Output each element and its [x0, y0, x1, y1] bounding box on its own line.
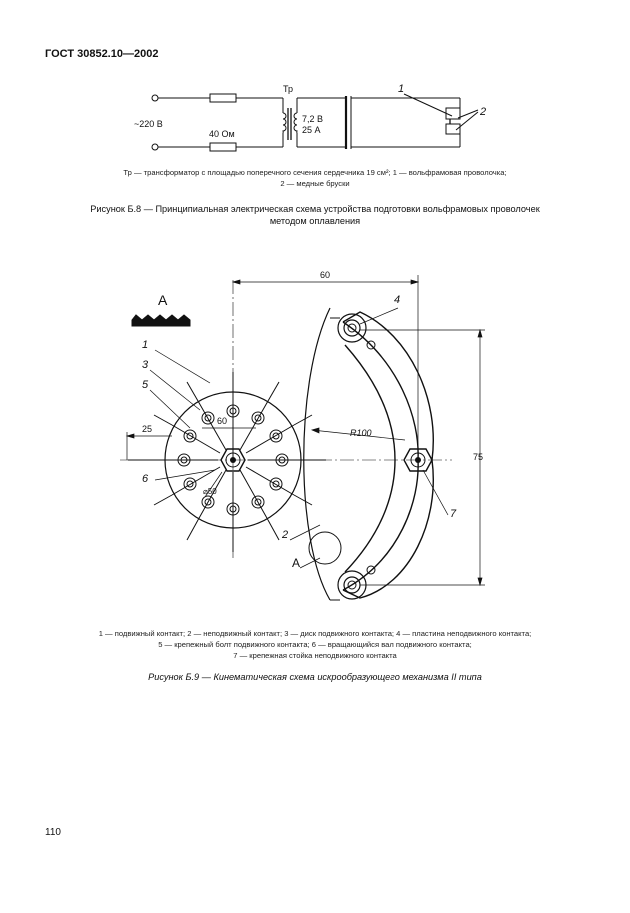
copper-block-top [445, 107, 461, 120]
transformer-label: Тр [283, 84, 293, 94]
figure-b9-legend-line3: 7 — крепежная стойка неподвижного контак… [233, 651, 397, 660]
page-number: 110 [45, 827, 61, 838]
callout-1: 1 [398, 83, 404, 95]
circuit-diagram [151, 93, 479, 152]
secondary-current: 25 А [302, 125, 321, 135]
view-a-label: А [158, 292, 168, 308]
dim-60-top: 60 [320, 270, 330, 280]
figure-b8-title: Рисунок Б.8 — Принципиальная электрическ… [45, 203, 585, 227]
moving-contact-spokes [128, 372, 326, 552]
callout-2: 2 [479, 106, 486, 118]
figure-b8-legend-line2: 2 — медные бруски [280, 179, 350, 188]
copper-block-bottom [445, 123, 461, 135]
dim-25: 25 [142, 424, 152, 434]
supply-terminal-bottom [151, 143, 159, 151]
supply-label: ~220 В [134, 119, 163, 129]
figure-b8-legend-line1: Тр — трансформатор с площадью поперечног… [123, 168, 507, 177]
callout-6: 6 [142, 473, 149, 485]
stand-nut [403, 448, 433, 472]
figure-b9-legend-line1: 1 — подвижный контакт; 2 — неподвижный к… [98, 629, 532, 638]
callout-3: 3 [142, 359, 149, 371]
mechanism-labels: А 60 60 25 75 R100 ⌀50 1 2 3 4 5 6 7 А [142, 270, 483, 570]
secondary-coil [293, 112, 298, 134]
figure-b8-title-line1: Рисунок Б.8 — Принципиальная электрическ… [90, 204, 540, 214]
dim-60-disk: 60 [217, 416, 227, 426]
dimension-lines [125, 275, 485, 587]
fixed-contact-plate-inner [344, 344, 396, 573]
view-a-ref-label: А [292, 556, 300, 570]
fixed-contact-arc [303, 307, 331, 601]
shaft-nut [220, 448, 246, 472]
figure-b8-legend: Тр — трансформатор с площадью поперечног… [60, 167, 570, 189]
resistor-symbol [209, 142, 237, 152]
document-header: ГОСТ 30852.10—2002 [45, 48, 159, 60]
figure-b9-legend: 1 — подвижный контакт; 2 — неподвижный к… [40, 628, 590, 661]
view-a-circle [308, 531, 342, 565]
resistor-label: 40 Ом [209, 129, 235, 139]
fuse-symbol [209, 93, 237, 103]
primary-coil [282, 112, 287, 134]
supply-terminal-top [151, 94, 159, 102]
callout-4: 4 [394, 294, 400, 306]
plate-mount-top [337, 313, 367, 343]
figure-b9-title: Рисунок Б.9 — Кинематическая схема искро… [148, 672, 482, 682]
dim-r100: R100 [350, 428, 372, 438]
callout-7: 7 [450, 508, 457, 520]
secondary-voltage: 7,2 В [302, 114, 323, 124]
callout-2: 2 [281, 529, 288, 541]
figure-b9-legend-line2: 5 — крепежный болт подвижного контакта; … [158, 640, 472, 649]
mechanism-diagram [120, 275, 485, 601]
callout-1: 1 [142, 339, 148, 351]
dim-75: 75 [473, 452, 483, 462]
callout-5: 5 [142, 379, 149, 391]
view-a-symbol [131, 314, 191, 327]
dim-d50: ⌀50 [203, 487, 217, 496]
figure-b8-title-line2: методом оплавления [269, 216, 361, 226]
circuit-labels: ~220 В 40 Ом Тр 7,2 В 25 А 1 2 [134, 83, 486, 139]
